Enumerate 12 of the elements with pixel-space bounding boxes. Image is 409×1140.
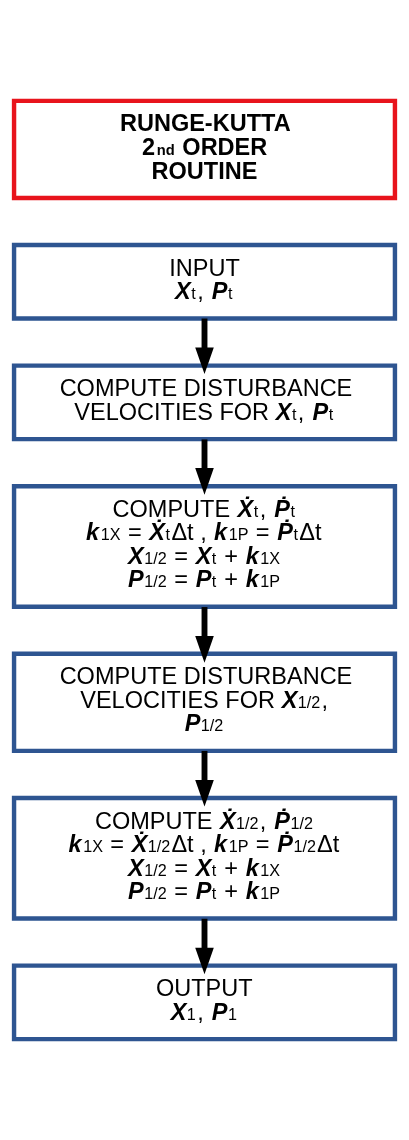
arrow: [195, 439, 214, 495]
arrow: [195, 607, 214, 663]
arrow: [195, 750, 214, 807]
node-box: COMPUTE DISTURBANCE VELOCITIES FOR X1/2, P1/2: [11, 651, 398, 754]
node-box: COMPUTE Ẋ1/2, Ṗ1/2 k1X = Ẋ1/2Δt , k1P = Ṗ1/2Δt X1/2 = Xt + k1X P1/2 = Pt + k1P: [11, 795, 398, 921]
node-box: COMPUTE Ẋt, Ṗt k1X = ẊtΔt , k1P = ṖtΔt X1/2 = Xt + k1X P1/2 = Pt + k1P: [11, 483, 398, 609]
node-box: RUNGE-KUTTA 2nd ORDER ROUTINE: [11, 98, 398, 201]
node-box: OUTPUT X1, P1: [11, 963, 398, 1042]
arrow: [195, 918, 214, 975]
arrow: [195, 318, 214, 375]
node-box: COMPUTE DISTURBANCE VELOCITIES FOR Xt, Pt: [11, 363, 398, 442]
node-box: INPUT Xt, Pt: [11, 242, 398, 321]
